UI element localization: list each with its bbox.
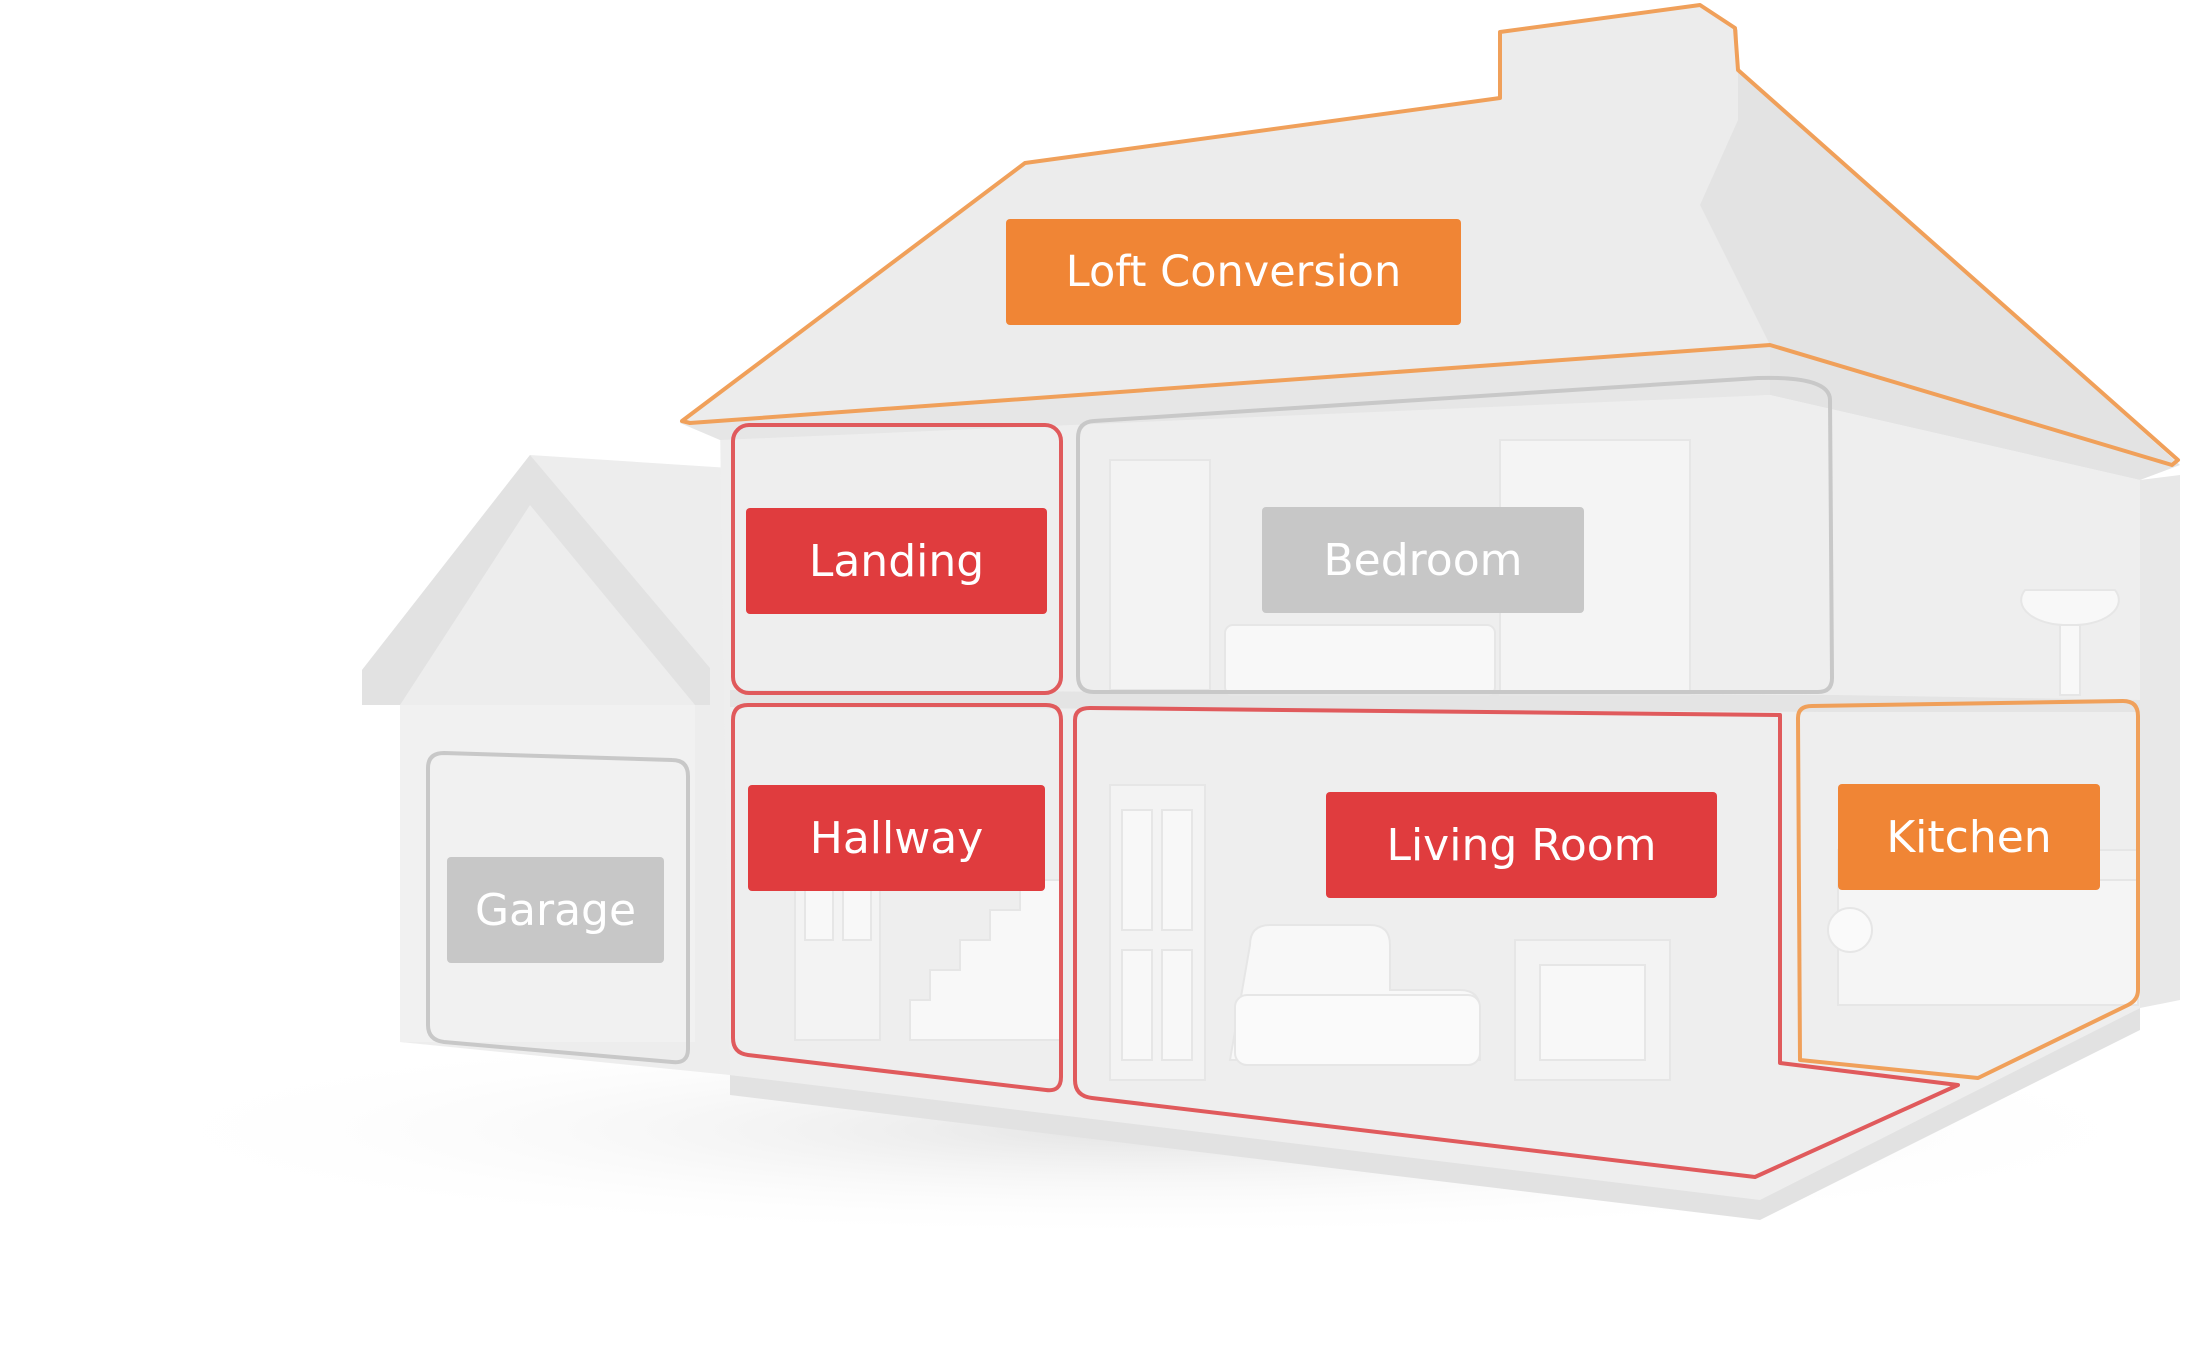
room-label-living-room[interactable]: Living Room xyxy=(1326,792,1717,898)
bedroom-outline[interactable] xyxy=(1076,375,1834,694)
loft-outline[interactable] xyxy=(680,3,2180,467)
hallway-outline[interactable] xyxy=(731,703,1063,1093)
garage-building xyxy=(362,455,730,1075)
room-label-hallway[interactable]: Hallway xyxy=(748,785,1045,891)
garage-outline[interactable] xyxy=(426,751,690,1065)
room-label-garage[interactable]: Garage xyxy=(447,857,664,963)
room-label-bedroom[interactable]: Bedroom xyxy=(1262,507,1584,613)
room-label-kitchen[interactable]: Kitchen xyxy=(1838,784,2100,890)
landing-outline[interactable] xyxy=(731,423,1063,695)
room-label-landing[interactable]: Landing xyxy=(746,508,1047,614)
room-outlines xyxy=(426,3,2180,1179)
kitchen-outline[interactable] xyxy=(1796,699,2140,1080)
living-room-outline[interactable] xyxy=(1073,706,1960,1179)
room-label-loft-conversion[interactable]: Loft Conversion xyxy=(1006,219,1461,325)
